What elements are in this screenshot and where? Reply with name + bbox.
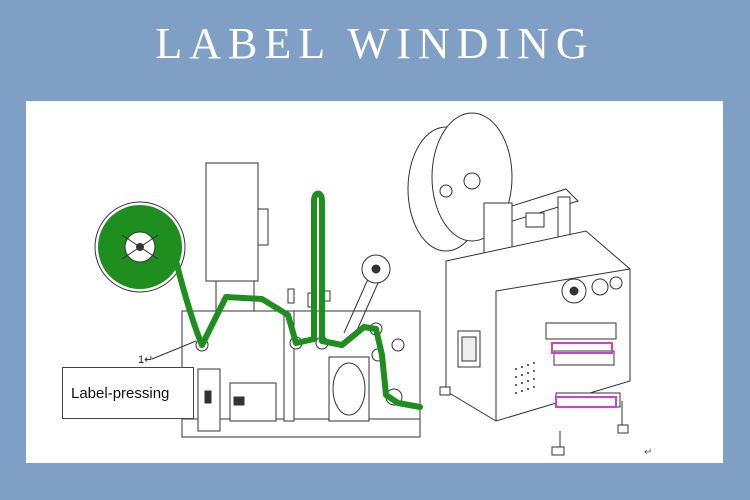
callout-pointer	[151, 340, 197, 360]
motor-box	[205, 162, 259, 282]
vent-grid	[515, 362, 535, 394]
round-window	[332, 362, 366, 416]
window-frame	[328, 356, 370, 422]
diagram-panel: Label-pressing 1↵ ↵	[26, 101, 723, 463]
return-mark: ↵	[644, 447, 653, 458]
isometric-machine	[407, 112, 631, 456]
label-highlight	[551, 342, 617, 408]
callout-number: 1↵	[138, 354, 154, 366]
page-title: LABEL WINDING	[155, 19, 595, 68]
label-pressing-callout: Label-pressing	[62, 367, 194, 419]
label-path	[173, 190, 423, 410]
label-winding-diagram	[94, 112, 631, 456]
